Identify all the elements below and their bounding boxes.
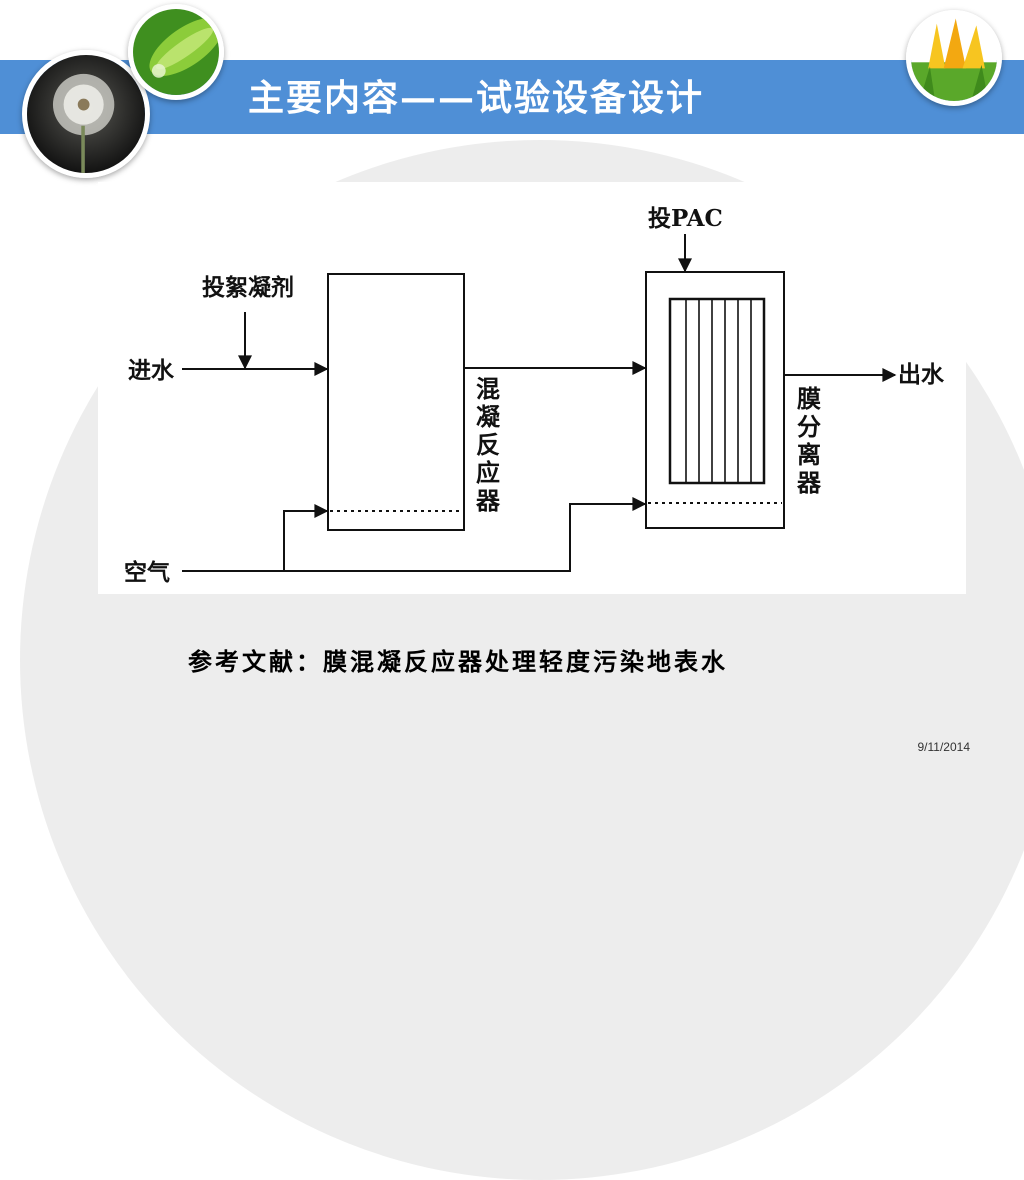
slide-title: 主要内容——试验设备设计 (248, 77, 705, 119)
membrane-label: 膜分离器 (793, 386, 822, 498)
air-line (182, 497, 647, 572)
water-in-label: 进水 (128, 357, 175, 384)
coagulation-reactor (327, 273, 465, 531)
reactor-label: 混凝反应器 (472, 376, 501, 516)
coagulant-label: 投絮凝剂 (202, 274, 294, 301)
water-out-label: 出水 (898, 361, 945, 388)
process-flow-diagram: 投絮凝剂 投PAC 进水 出水 空气 混凝反应器 膜分离器 (98, 182, 966, 594)
membrane-fibers (685, 299, 752, 483)
slide-date: 9/11/2014 (917, 740, 971, 754)
pac-label: 投PAC (648, 205, 723, 232)
green-leaf-photo-icon (128, 4, 224, 100)
membrane-module (668, 297, 766, 485)
air-branch-to-reactor (283, 504, 329, 571)
dandelion-photo-icon (22, 50, 150, 178)
air-label: 空气 (124, 559, 170, 586)
yellow-flower-photo-icon (906, 10, 1002, 106)
reference-text: 参考文献：膜混凝反应器处理轻度污染地表水 (188, 647, 728, 676)
